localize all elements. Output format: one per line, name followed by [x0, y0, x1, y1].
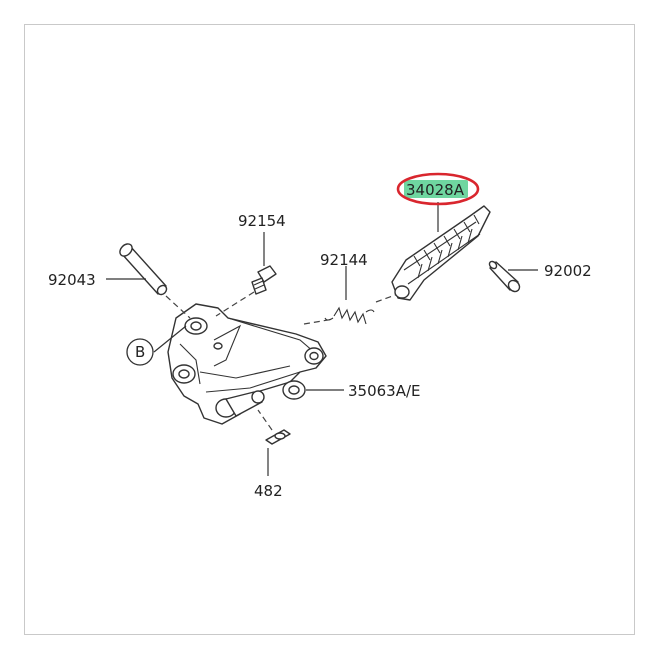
label-92154: 92154 [238, 212, 286, 230]
pin-92043 [119, 243, 168, 296]
highlighted-callout: 34028A [396, 172, 480, 206]
leader-b [153, 325, 187, 353]
spring-axis-left [303, 319, 329, 325]
label-482: 482 [254, 482, 283, 500]
clip-axis-line [257, 409, 273, 431]
highlight-fill [404, 180, 468, 198]
label-92144: 92144 [320, 251, 368, 269]
bolt-92154 [251, 265, 277, 295]
marker-b-label: B [135, 343, 145, 361]
clip-482 [265, 429, 291, 445]
spring-92144 [324, 306, 375, 325]
diagram-frame [24, 24, 635, 635]
highlight-ring [396, 172, 480, 206]
reference-marker-b: B [126, 338, 154, 366]
label-34028: 34028A [406, 181, 465, 199]
bolt-axis-line [215, 291, 255, 317]
pin-axis-line [165, 295, 191, 319]
label-35063: 35063A/E [348, 382, 421, 400]
spring-axis-right [375, 293, 399, 303]
footpeg-34028 [391, 205, 491, 301]
label-92043: 92043 [48, 271, 96, 289]
label-92002: 92002 [544, 262, 592, 280]
footpeg-bracket [167, 303, 327, 425]
pin-92002 [488, 260, 521, 293]
